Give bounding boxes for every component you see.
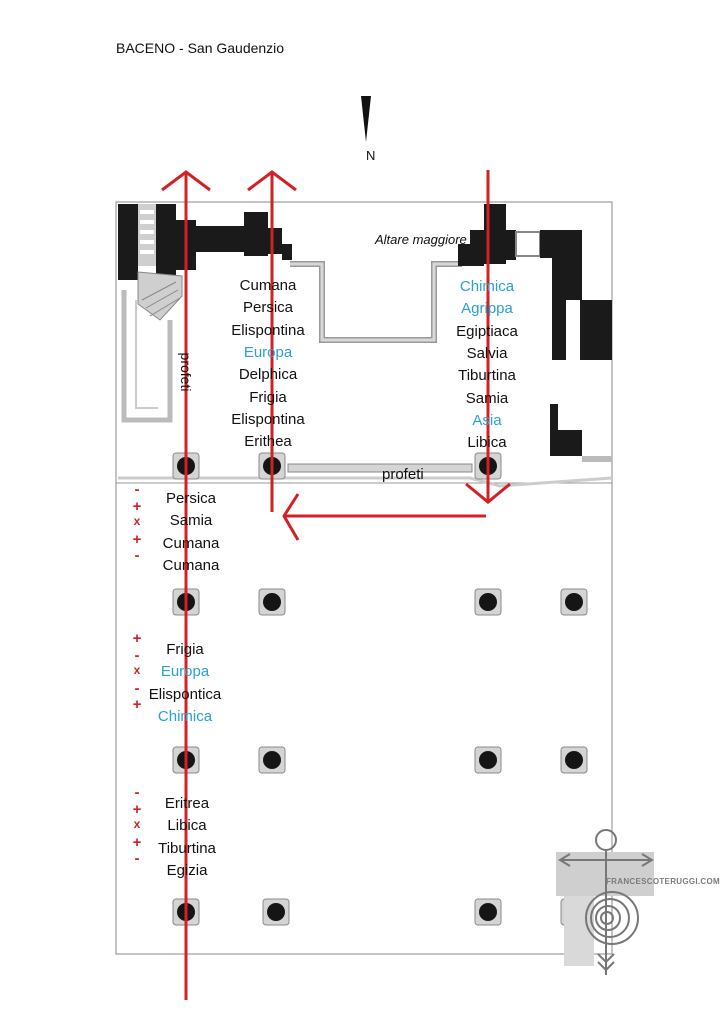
north-label: N — [366, 148, 376, 163]
pillar — [560, 746, 588, 774]
sibyls-right-column-name: Salvia — [466, 344, 508, 362]
pillar — [474, 746, 502, 774]
bay-3-name: Tiburtina — [158, 839, 216, 857]
pillars — [172, 452, 588, 926]
sibyls-right-column-name: Agrippa — [461, 300, 513, 318]
sibyls-left-column-name: Persica — [242, 299, 294, 317]
sign-marker: - — [134, 784, 140, 801]
bay-3-name: Eritrea — [164, 795, 210, 812]
sign-marker: x — [133, 514, 141, 528]
pillar — [560, 588, 588, 616]
bay-2-name: Elispontica — [148, 685, 222, 703]
sign-marker: + — [132, 833, 142, 851]
sibyls-right-column-name: Chimica — [459, 278, 515, 295]
plan-outline — [115, 201, 613, 955]
sibyls-right-column-name: Egiptiaca — [456, 322, 518, 340]
logo-text: FRANCESCOTERUGGI.COM — [606, 877, 720, 886]
profeti-left-label: profeti — [178, 352, 194, 392]
sign-marker: + — [132, 800, 142, 818]
arrow-left-head — [161, 170, 211, 192]
sign-marker: + — [132, 497, 142, 515]
apse-wall — [290, 261, 462, 343]
bay-2-name: Chimica — [157, 707, 213, 725]
arrow-center-head — [247, 170, 297, 192]
sign-marker: + — [132, 530, 142, 548]
altar-label: Altare maggiore — [375, 232, 467, 247]
sign-marker: - — [134, 646, 140, 664]
sign-marker: - — [134, 679, 140, 697]
sign-marker: + — [132, 696, 142, 713]
sign-marker: - — [134, 850, 140, 867]
bay-1-name: Samia — [169, 512, 213, 530]
sibyls-right-column-name: Libica — [467, 434, 507, 452]
bay-1-name: Persica — [165, 490, 217, 507]
chancel-rail — [287, 463, 473, 473]
north-arrow-icon — [361, 96, 371, 142]
sibyls-left-column-name: Erithea — [244, 433, 292, 451]
pillar — [474, 898, 502, 926]
sign-marker: - — [134, 547, 140, 564]
page-title: BACENO - San Gaudenzio — [116, 40, 285, 56]
pillar — [262, 898, 290, 926]
bay-2-name: Europa — [160, 663, 210, 681]
pillar — [474, 588, 502, 616]
sibyls-right-column-name: Samia — [465, 389, 509, 407]
sibyls-left-column-name: Cumana — [239, 277, 297, 294]
profeti-bottom-label: profeti — [382, 466, 424, 483]
bay-3-name: Libica — [167, 817, 207, 835]
left-wall-block — [118, 204, 292, 423]
pillar — [258, 588, 286, 616]
sign-marker: x — [133, 817, 141, 831]
sign-marker: x — [133, 663, 141, 677]
sibyls-right-column-name: Tiburtina — [458, 367, 516, 385]
bay-3-name: Egizia — [166, 861, 208, 879]
sibyls-left-column-name: Europa — [243, 343, 293, 361]
pillar — [258, 746, 286, 774]
bay-2-name: Frigia — [166, 641, 204, 658]
sibyls-left-column-name: Elispontina — [231, 321, 305, 339]
sibyls-left-column-name: Delphica — [238, 366, 298, 384]
sign-marker: + — [132, 630, 142, 647]
site-logo-icon — [556, 829, 654, 975]
sibyls-right-column-name: Asia — [472, 411, 502, 429]
arrow-horizontal-head — [282, 493, 300, 541]
sign-marker: - — [134, 481, 140, 498]
bay-1-name: Cumana — [162, 556, 220, 574]
arrow-right-head — [465, 482, 511, 504]
sibyls-left-column-name: Elispontina — [231, 410, 305, 428]
sibyls-left-column-name: Frigia — [249, 388, 287, 406]
bay-1-name: Cumana — [162, 534, 220, 552]
